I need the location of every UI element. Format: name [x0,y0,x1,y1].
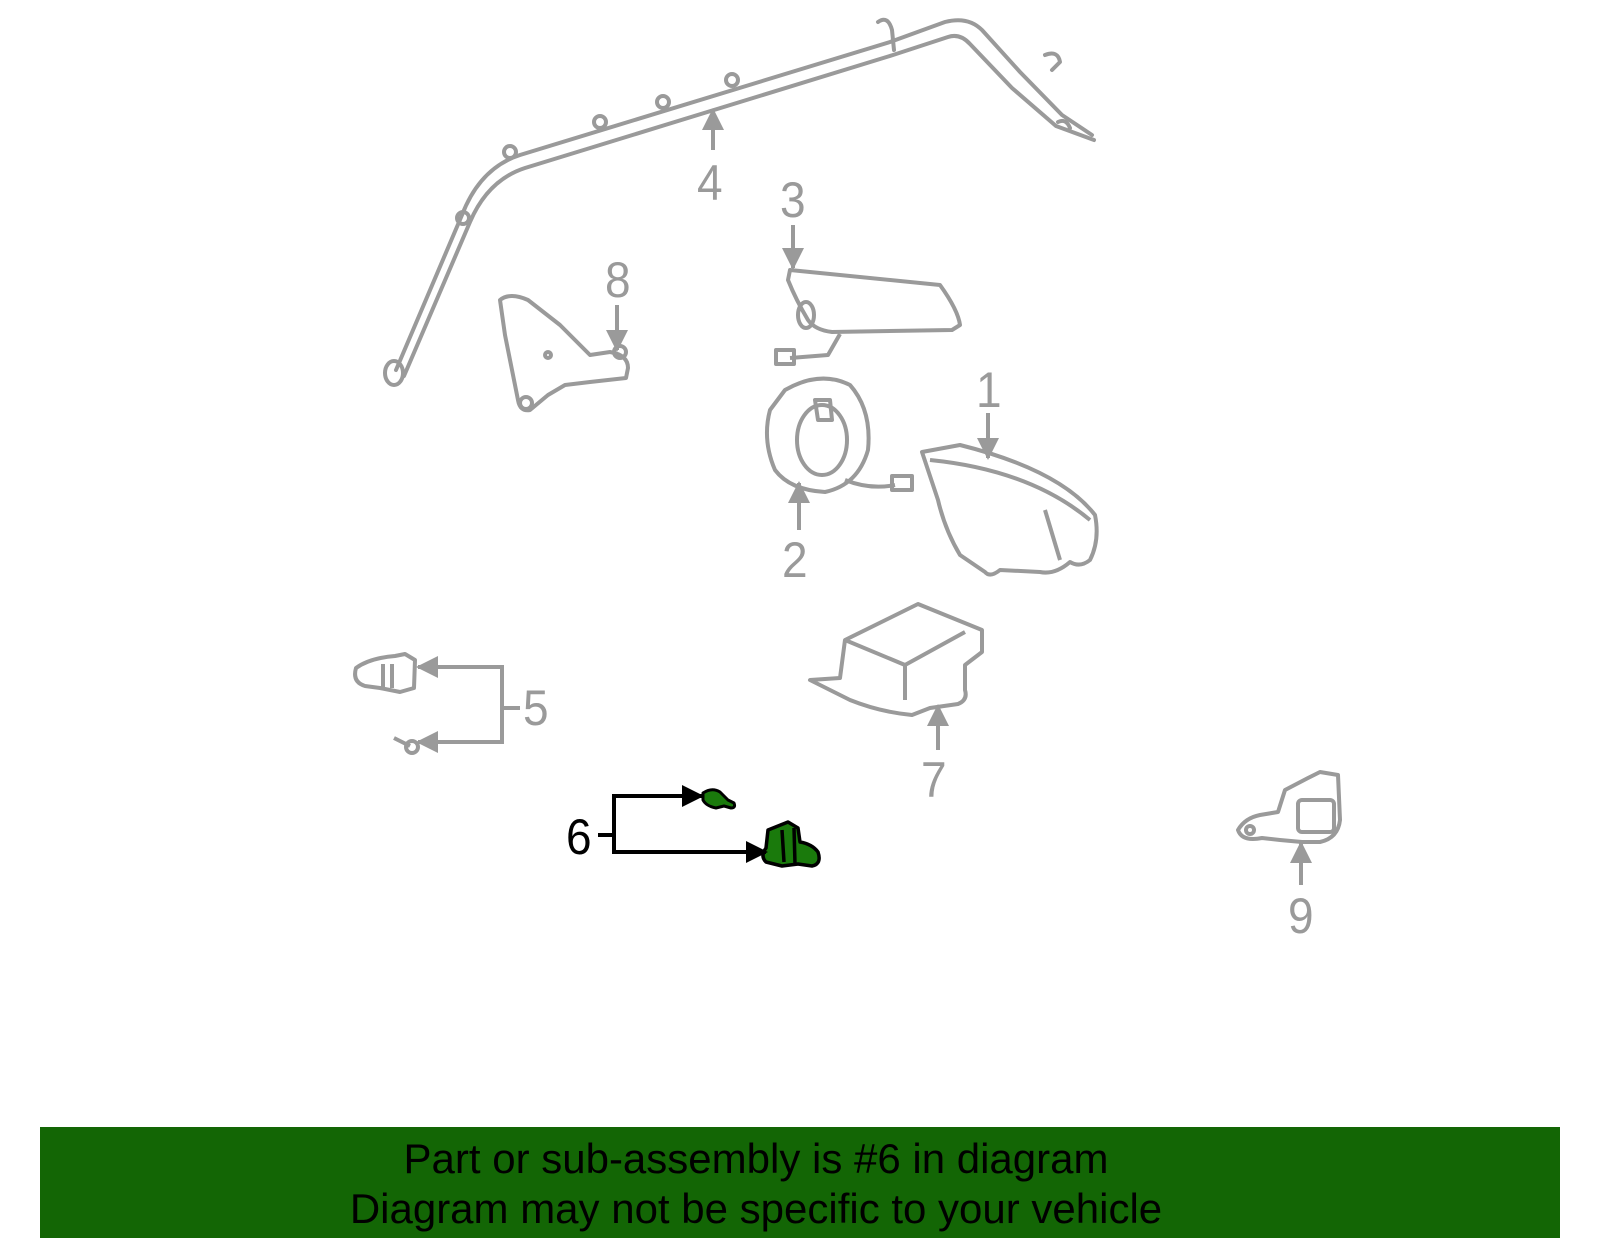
banner-part-notice: Part or sub-assembly is #6 in diagram [403,1135,1109,1182]
bracket-part [498,294,630,413]
leader-lines [416,108,1312,885]
control-module-part [808,602,984,717]
leader-lines-highlighted [598,785,768,863]
banner-disclaimer: Diagram may not be specific to your vehi… [349,1185,1163,1232]
curtain-airbag-part [383,17,1096,387]
front-sensor-bolt-part [701,788,737,810]
sensor-mount-part [1236,770,1342,844]
callout-9[interactable]: 9 [1288,888,1314,944]
callout-4[interactable]: 4 [697,155,723,211]
callout-1[interactable]: 1 [976,362,1002,418]
passenger-airbag-part [774,268,962,366]
driver-airbag-part [920,443,1099,577]
front-sensor-part [761,820,821,868]
parts-diagram [353,17,1342,885]
info-banner: Part or sub-assembly is #6 in diagram Di… [40,1127,1560,1238]
side-sensor-part [353,652,417,694]
callout-6[interactable]: 6 [566,809,592,865]
side-bolt-part [393,736,420,755]
clock-spring-part [764,376,914,494]
callout-8[interactable]: 8 [605,252,631,308]
callout-3[interactable]: 3 [780,172,806,228]
callout-5[interactable]: 5 [523,680,549,736]
callout-7[interactable]: 7 [921,752,947,808]
callout-2[interactable]: 2 [782,532,808,588]
